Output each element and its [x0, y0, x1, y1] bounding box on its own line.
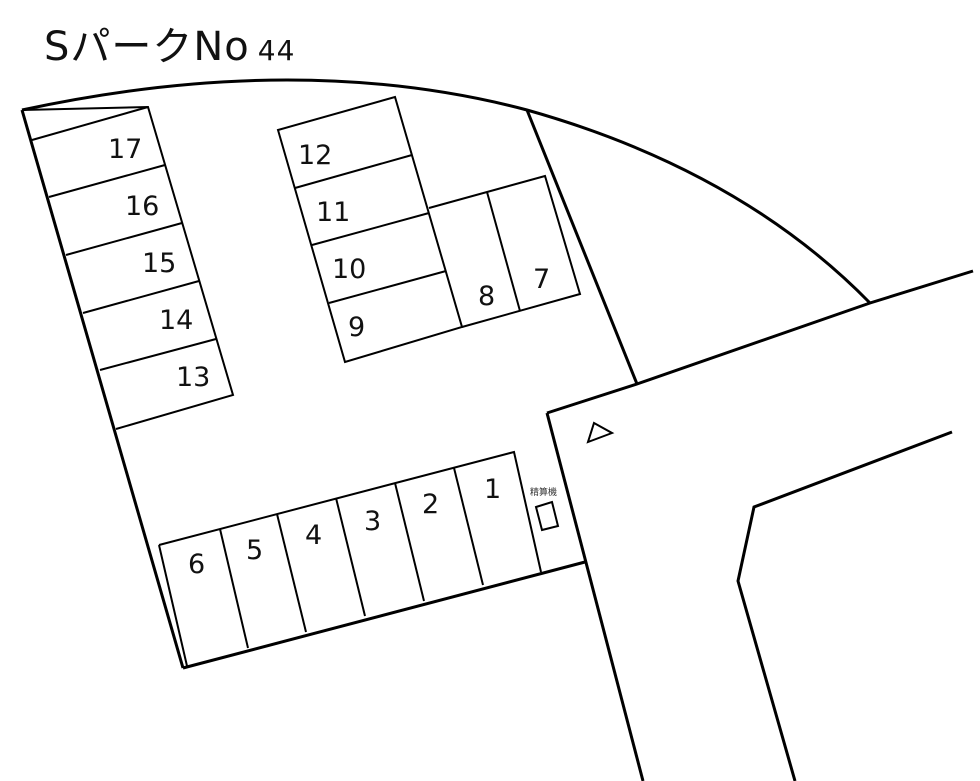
column-spaces-13-17 — [21, 105, 235, 430]
space-1-label[interactable]: 1 — [484, 474, 501, 505]
space-9-label[interactable]: 9 — [348, 312, 365, 343]
lot-boundary-arc — [21, 78, 872, 305]
space-15-label[interactable]: 15 — [142, 248, 176, 279]
payment-machine-label: 精算機 — [530, 486, 557, 498]
triangle-icon — [586, 421, 615, 444]
space-4-label[interactable]: 4 — [305, 520, 322, 551]
space-17-label[interactable]: 17 — [108, 134, 142, 165]
space-16-label[interactable]: 16 — [125, 191, 159, 222]
space-11-label[interactable]: 11 — [316, 197, 350, 228]
road-edge-left — [545, 412, 645, 781]
space-7-label[interactable]: 7 — [533, 264, 550, 295]
space-3-label[interactable]: 3 — [364, 506, 381, 537]
space-8-label[interactable]: 8 — [478, 281, 495, 312]
title-main: SパークNo — [44, 24, 250, 70]
block-spaces-7-8 — [428, 174, 582, 328]
road-edge-top — [546, 269, 974, 415]
title-number: 44 — [257, 34, 296, 67]
square-icon — [534, 500, 560, 532]
road-edge-inner — [736, 430, 953, 781]
space-10-label[interactable]: 10 — [332, 254, 366, 285]
space-12-label[interactable]: 12 — [298, 140, 332, 171]
lot-boundary-left — [20, 109, 185, 669]
space-5-label[interactable]: 5 — [246, 535, 263, 566]
space-14-label[interactable]: 14 — [159, 305, 193, 336]
row-spaces-1-6 — [158, 450, 542, 667]
space-2-label[interactable]: 2 — [422, 489, 439, 520]
lot-divider — [525, 109, 639, 385]
space-13-label[interactable]: 13 — [176, 362, 210, 393]
block-spaces-9-12 — [276, 95, 464, 364]
lot-boundary-bottom — [182, 560, 586, 670]
space-6-label[interactable]: 6 — [188, 549, 205, 580]
